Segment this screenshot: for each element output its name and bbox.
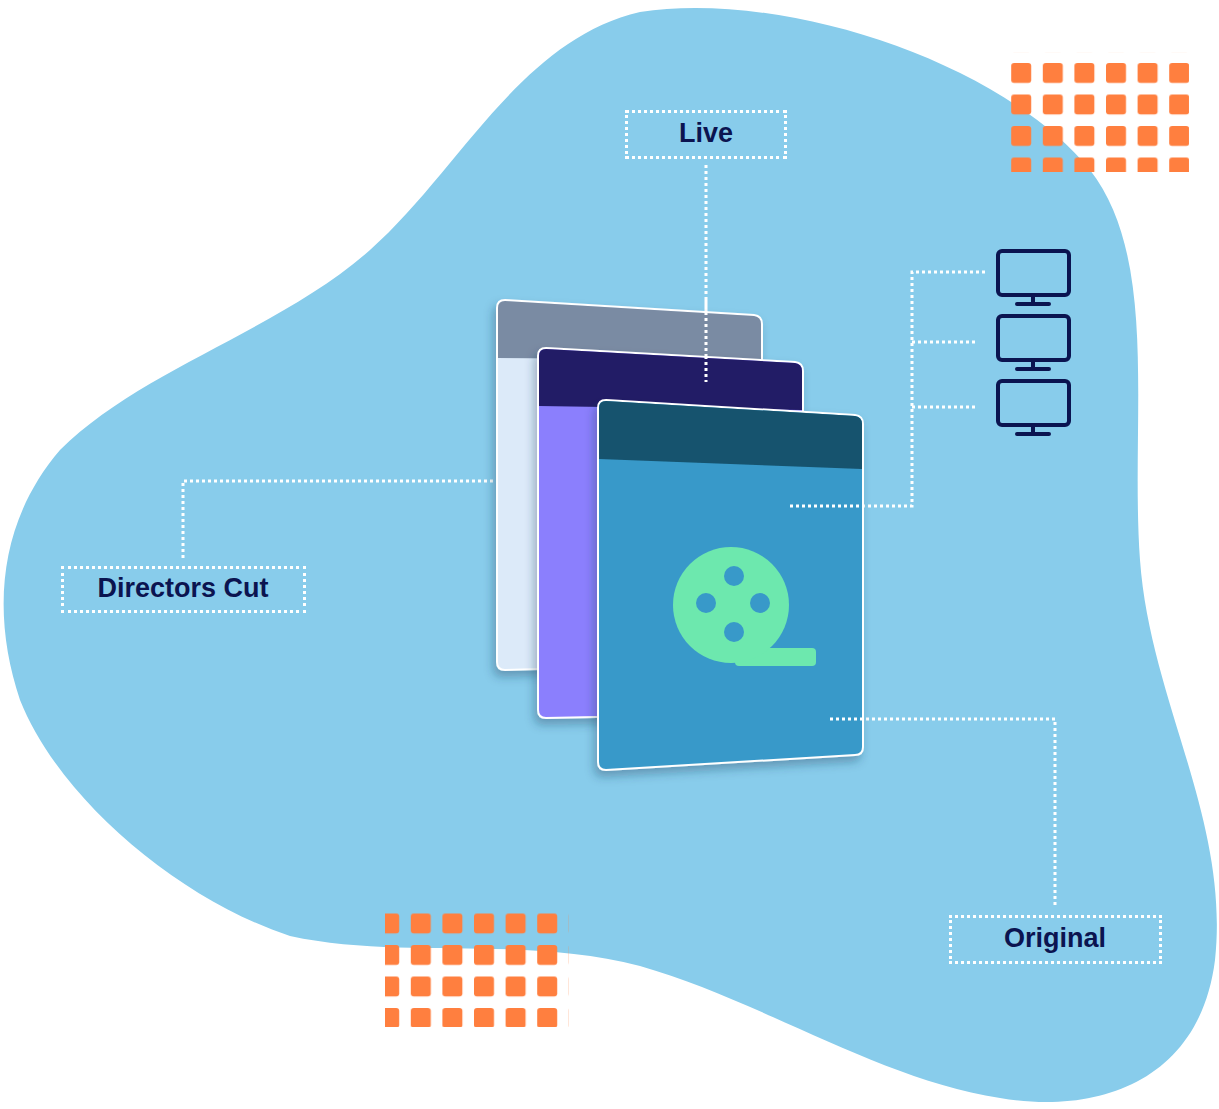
dot-grid [385,907,569,1027]
leader-line [183,481,515,558]
label-text: Original [1004,924,1106,954]
leader-line [705,300,708,382]
monitor-icon [998,381,1069,434]
leader-line [705,356,708,382]
film-reel-icon [673,547,816,666]
label-box: Live [625,110,787,159]
dot-grid [1005,52,1189,172]
label-text: Live [679,119,733,149]
leader-line [830,718,862,721]
label-text: Directors Cut [97,574,268,604]
front-card [598,400,863,770]
monitor-icon [998,251,1069,304]
leader-line [705,165,708,382]
background-blob [4,8,1217,1102]
leader-line [790,505,862,508]
monitor-icon [998,316,1069,369]
label-box: Original [949,915,1162,964]
label-box: Directors Cut [61,566,306,613]
